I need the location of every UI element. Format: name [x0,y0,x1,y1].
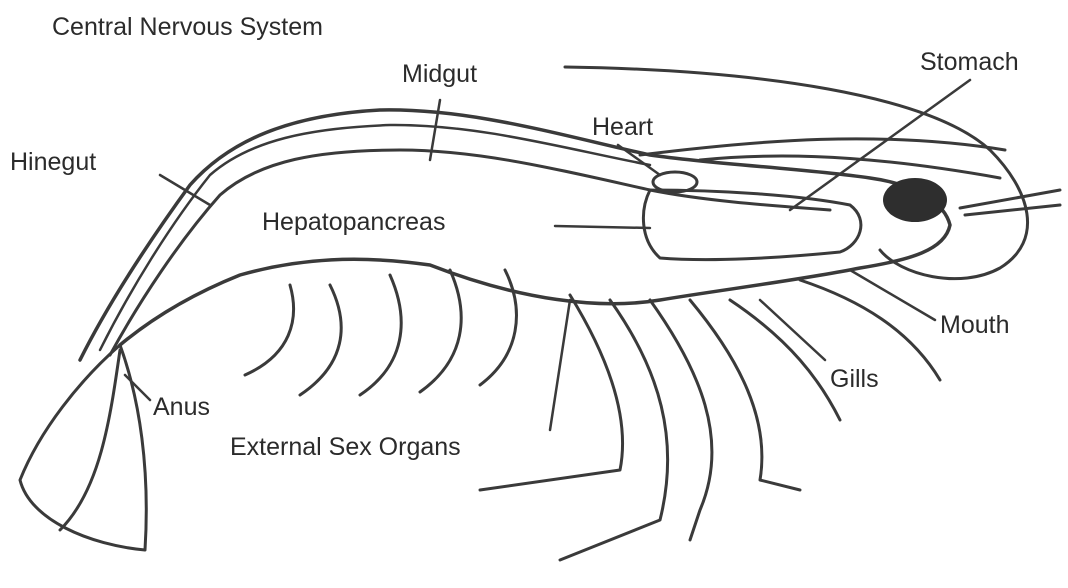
label-stomach: Stomach [920,50,1019,75]
label-hindgut: Hinegut [10,150,96,175]
label-external-sex-organs: External Sex Organs [230,435,461,460]
walking-legs [480,280,940,560]
hepatopancreas-organ [643,190,860,260]
label-gills: Gills [830,367,879,392]
gut-line [110,150,830,355]
hepatopancreas-leader [555,226,650,228]
label-central-nervous-system: Central Nervous System [52,15,323,40]
antenna [565,67,1028,279]
label-hepatopancreas: Hepatopancreas [262,210,445,235]
label-heart: Heart [592,115,653,140]
swimmerets [245,270,516,395]
sex-organs-leader [550,300,570,430]
antennule [960,190,1060,215]
label-anus: Anus [153,395,210,420]
label-mouth: Mouth [940,313,1009,338]
anus-leader [125,375,150,400]
hindgut-leader [160,175,210,205]
mouth-leader [850,270,935,320]
eye [883,178,947,222]
label-midgut: Midgut [402,62,477,87]
